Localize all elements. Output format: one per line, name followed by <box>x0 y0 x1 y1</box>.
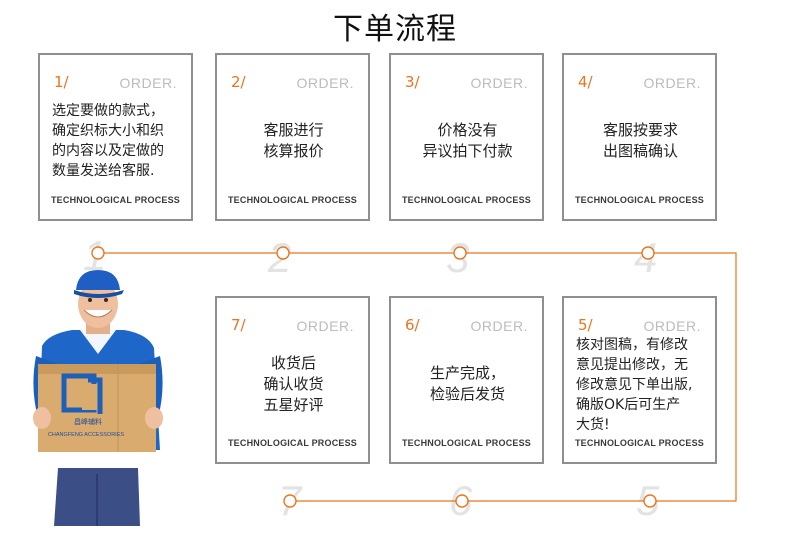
flow-dot-3 <box>453 246 467 260</box>
step-description: 选定要做的款式， 确定织标大小和织 的内容以及定做的 数量发送给客服. <box>52 103 164 179</box>
step-card-5: 5/ ORDER. 核对图稿，有修改 意见提出修改，无 修改意见下单出版, 确版… <box>562 296 717 464</box>
step-description: 客服进行 核算报价 <box>263 121 324 160</box>
step-description: 收货后 确认收货 五星好评 <box>263 353 324 414</box>
step-number: 4/ <box>578 73 593 91</box>
step-card-2: 2/ ORDER. 客服进行 核算报价 TECHNOLOGICAL PROCES… <box>215 53 370 221</box>
flow-dot-4 <box>641 246 655 260</box>
step-description: 价格没有 异议拍下付款 <box>422 121 513 160</box>
flow-dot-5 <box>643 494 657 508</box>
flow-dot-2 <box>276 246 290 260</box>
step-footer: TECHNOLOGICAL PROCESS <box>574 195 705 205</box>
step-card-6: 6/ ORDER. 生产完成， 检验后发货 TECHNOLOGICAL PROC… <box>389 296 544 464</box>
step-card-4: 4/ ORDER. 客服按要求 出图稿确认 TECHNOLOGICAL PROC… <box>562 53 717 221</box>
flow-path <box>98 252 737 502</box>
step-description: 核对图稿，有修改 意见提出修改，无 修改意见下单出版, 确版OK后可生产 大货! <box>576 337 693 433</box>
step-footer: TECHNOLOGICAL PROCESS <box>401 438 532 448</box>
step-footer: TECHNOLOGICAL PROCESS <box>227 438 358 448</box>
box-brand-english: CHANGFENG ACCESSORIES <box>48 432 124 438</box>
order-label: ORDER. <box>296 75 354 91</box>
step-description: 生产完成， 检验后发货 <box>429 364 505 403</box>
step-number: 3/ <box>405 73 420 91</box>
flow-dot-7 <box>283 494 297 508</box>
page-title: 下单流程 <box>333 12 457 47</box>
order-label: ORDER. <box>296 318 354 334</box>
order-label: ORDER. <box>643 75 701 91</box>
step-footer: TECHNOLOGICAL PROCESS <box>574 438 705 448</box>
step-footer: TECHNOLOGICAL PROCESS <box>227 195 358 205</box>
step-number: 6/ <box>405 316 420 334</box>
order-label: ORDER. <box>643 318 701 334</box>
step-card-1: 1/ ORDER. 选定要做的款式， 确定织标大小和织 的内容以及定做的 数量发… <box>38 53 193 221</box>
flow-dot-1 <box>91 246 105 260</box>
step-card-3: 3/ ORDER. 价格没有 异议拍下付款 TECHNOLOGICAL PROC… <box>389 53 544 221</box>
box-brand-name: 昌峰辅料 <box>74 417 102 426</box>
step-number: 7/ <box>231 316 246 334</box>
step-card-7: 7/ ORDER. 收货后 确认收货 五星好评 TECHNOLOGICAL PR… <box>215 296 370 464</box>
step-number: 2/ <box>231 73 246 91</box>
step-number: 5/ <box>578 316 593 334</box>
step-footer: TECHNOLOGICAL PROCESS <box>50 195 181 205</box>
delivery-man-illustration: 昌峰辅料 CHANGFENG ACCESSORIES <box>33 270 163 526</box>
order-label: ORDER. <box>119 75 177 91</box>
order-label: ORDER. <box>470 318 528 334</box>
flow-dot-6 <box>455 494 469 508</box>
step-footer: TECHNOLOGICAL PROCESS <box>401 195 532 205</box>
step-description: 客服按要求 出图稿确认 <box>602 121 678 160</box>
order-label: ORDER. <box>470 75 528 91</box>
step-number: 1/ <box>54 73 69 91</box>
